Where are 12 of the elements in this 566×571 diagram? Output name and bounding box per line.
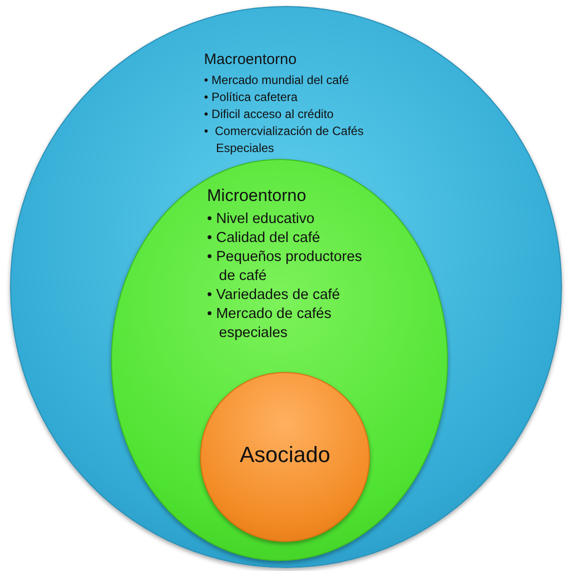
bullet-item: • Variedades de café (207, 286, 341, 305)
bullet-item: • Mercado mundial del café (204, 72, 350, 89)
bullet-item: • Política cafetera (204, 89, 299, 106)
bullet-item: • Mercado de cafés especiales (207, 305, 332, 343)
bullet-item: • Pequeños productores de café (207, 248, 364, 286)
bullet-item: • Comercvialización de Cafés Especiales (204, 123, 365, 157)
bullet-item: • Nivel educativo (207, 210, 316, 229)
bullet-item: • Dificil acceso al crédito (204, 106, 335, 123)
heading: Macroentorno (204, 51, 298, 68)
circle-label: Asociado (240, 442, 330, 467)
bullet-item: • Calidad del café (207, 229, 322, 248)
heading: Microentorno (207, 186, 308, 206)
